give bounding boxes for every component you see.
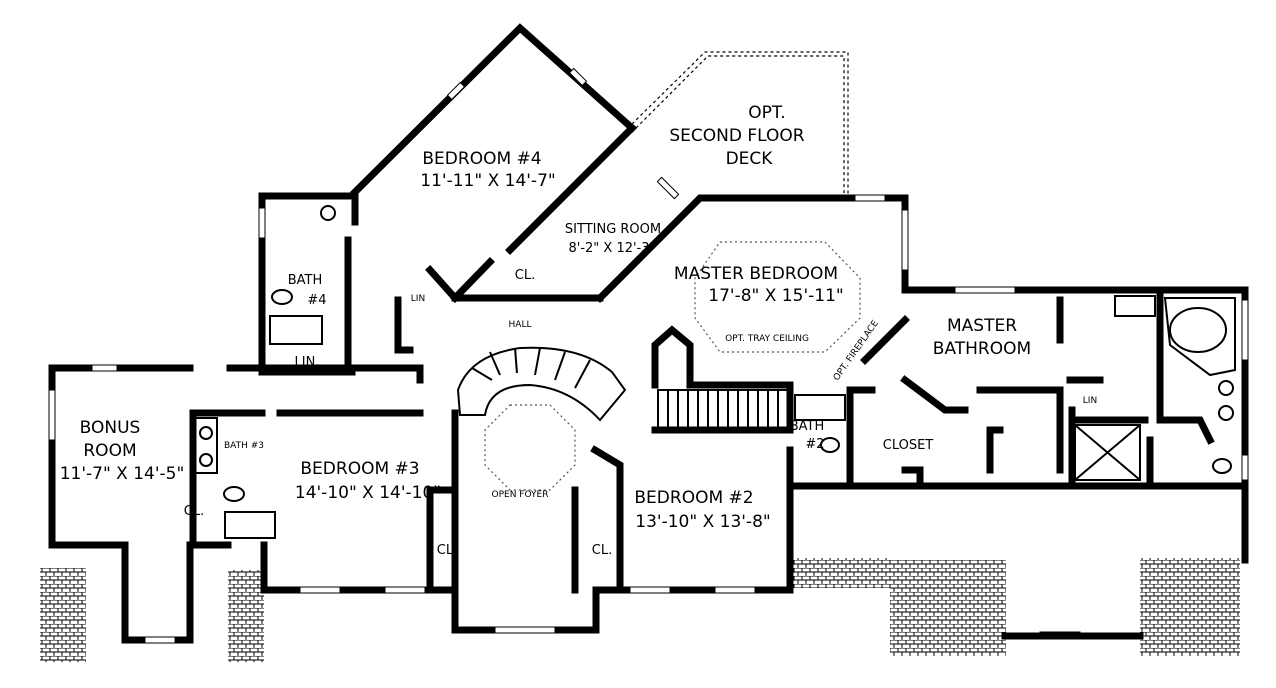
b3-closet-label: CL. (437, 543, 457, 558)
walls (48, 23, 1249, 644)
staircase (456, 346, 789, 429)
bonus-size: 11'-7" X 14'-5" (60, 464, 185, 484)
deck-label-2: SECOND FLOOR (669, 126, 804, 146)
master-bedroom-size: 17'-8" X 15'-11" (708, 286, 843, 306)
tray-ceiling-note: OPT. TRAY CEILING (725, 334, 809, 344)
deck-label-1: OPT. (748, 103, 785, 123)
windows (48, 67, 1249, 644)
bedroom2-name: BEDROOM #2 (634, 488, 753, 508)
bedroom3-size: 14'-10" X 14'-10" (295, 483, 441, 503)
hall-label: HALL (509, 320, 532, 330)
deck-outline (631, 51, 849, 196)
fixtures (194, 205, 1236, 539)
bonus-label-2: ROOM (83, 441, 136, 461)
bedroom3-name: BEDROOM #3 (300, 459, 419, 479)
sitting-name: SITTING ROOM (565, 222, 661, 237)
deck-label-3: DECK (726, 149, 774, 169)
sitting-size: 8'-2" X 12'-3" (568, 241, 655, 256)
foyer-octagon (484, 404, 576, 491)
lin-label-b: LIN. (295, 355, 320, 370)
foyer-label: OPEN FOYER (492, 490, 549, 500)
stone-porches (40, 558, 1240, 662)
bath4-label-1: BATH (288, 273, 323, 288)
lin-label-c: LIN (1083, 396, 1097, 406)
b2-closet-label: CL. (592, 543, 612, 558)
master-bath-label-2: BATHROOM (933, 339, 1031, 359)
master-bedroom-name: MASTER BEDROOM (674, 264, 838, 284)
hall-closet-label: CL. (515, 268, 535, 283)
bedroom2-size: 13'-10" X 13'-8" (635, 512, 770, 532)
tray-ceiling-outline (694, 241, 861, 353)
bedroom4-name: BEDROOM #4 (422, 149, 541, 169)
bath4-label-2: #4 (307, 293, 326, 308)
bath2-label-1: BATH (790, 419, 825, 434)
lin-label-a: LIN (411, 294, 425, 304)
bonus-closet-label: CL. (184, 504, 204, 519)
closet-label: CLOSET (883, 438, 934, 453)
bath2-label-2: #2 (805, 437, 824, 452)
bonus-label-1: BONUS (80, 418, 141, 438)
bath3-label: BATH #3 (224, 441, 264, 451)
bedroom4-size: 11'-11" X 14'-7" (420, 171, 555, 191)
master-bath-label-1: MASTER (947, 316, 1017, 336)
